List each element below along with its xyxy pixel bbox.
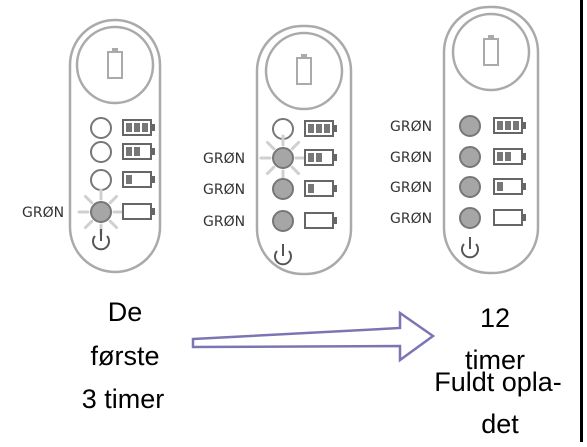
level-battery-tip-icon bbox=[523, 183, 526, 190]
level-battery-tip-icon bbox=[152, 148, 155, 155]
level-bar bbox=[497, 152, 503, 161]
caption-left-line3: 3 timer bbox=[81, 384, 165, 414]
level-bar bbox=[505, 152, 511, 161]
caption-left-line2: første bbox=[90, 341, 160, 371]
level-battery-icon bbox=[493, 209, 523, 226]
led-1 bbox=[90, 117, 112, 139]
level-bar bbox=[142, 123, 148, 132]
led-4 bbox=[90, 201, 112, 223]
led-label: GRØN bbox=[390, 211, 432, 227]
charger-device-2: GRØN GRØN GRØN bbox=[203, 24, 353, 276]
caption-right-line4: det bbox=[481, 409, 519, 439]
power-arc bbox=[92, 235, 110, 251]
level-battery-tip-icon bbox=[334, 154, 337, 161]
level-bar bbox=[316, 153, 322, 162]
level-bar bbox=[308, 153, 314, 162]
power-arc bbox=[274, 250, 292, 266]
blink-ray bbox=[290, 140, 301, 151]
led-3 bbox=[90, 169, 112, 191]
battery-cap-icon bbox=[301, 54, 307, 58]
caption-right-line2: timer bbox=[465, 345, 525, 375]
device-dial bbox=[264, 31, 344, 111]
level-bar bbox=[126, 147, 132, 156]
led-label: GRØN bbox=[390, 180, 432, 196]
blink-rays bbox=[77, 188, 125, 236]
level-bar bbox=[497, 182, 503, 191]
led-4 bbox=[272, 210, 294, 232]
device-dial bbox=[75, 25, 155, 105]
progress-arrow bbox=[191, 310, 436, 363]
led-label: GRØN bbox=[390, 150, 432, 166]
led-label: GRØN bbox=[390, 119, 432, 135]
led-label: GRØN bbox=[203, 151, 245, 167]
level-bar bbox=[126, 123, 132, 132]
blink-ray bbox=[108, 219, 119, 230]
level-bar bbox=[324, 124, 330, 133]
led-1 bbox=[459, 115, 481, 137]
charger-device-3: GRØN GRØN GRØN GRØN bbox=[390, 5, 540, 275]
right-border-line bbox=[580, 0, 583, 442]
level-bar bbox=[505, 121, 511, 130]
led-3 bbox=[459, 176, 481, 198]
power-icon bbox=[274, 244, 292, 266]
blink-ray bbox=[265, 140, 276, 151]
led-2 bbox=[459, 146, 481, 168]
battery-cap-icon bbox=[488, 35, 494, 39]
level-battery-tip-icon bbox=[152, 208, 155, 215]
level-bar bbox=[134, 123, 140, 132]
blink-rays bbox=[259, 134, 307, 182]
level-bar bbox=[126, 175, 132, 184]
caption-right-line3: Fuldt opla- bbox=[434, 367, 562, 397]
power-icon bbox=[461, 237, 479, 259]
caption-left-line1: De bbox=[107, 297, 143, 327]
blink-ray bbox=[108, 194, 119, 205]
level-battery-tip-icon bbox=[152, 124, 155, 131]
level-bar bbox=[134, 147, 140, 156]
blink-ray bbox=[83, 194, 94, 205]
level-battery-icon bbox=[122, 203, 152, 220]
caption-right-line1: 12 bbox=[479, 303, 511, 333]
blink-ray bbox=[83, 219, 94, 230]
level-battery-icon bbox=[304, 212, 334, 229]
level-battery-tip-icon bbox=[523, 122, 526, 129]
power-arc bbox=[461, 243, 479, 259]
led-4 bbox=[459, 207, 481, 229]
led-label: GRØN bbox=[203, 214, 245, 230]
led-3 bbox=[272, 178, 294, 200]
led-label: GRØN bbox=[22, 205, 64, 221]
level-battery-tip-icon bbox=[523, 214, 526, 221]
level-battery-tip-icon bbox=[334, 217, 337, 224]
led-2 bbox=[272, 147, 294, 169]
level-battery-tip-icon bbox=[523, 153, 526, 160]
blink-ray bbox=[290, 165, 301, 176]
level-battery-tip-icon bbox=[152, 176, 155, 183]
level-bar bbox=[497, 121, 503, 130]
level-bar bbox=[316, 124, 322, 133]
level-bar bbox=[513, 121, 519, 130]
blink-ray bbox=[265, 165, 276, 176]
led-label: GRØN bbox=[203, 182, 245, 198]
level-bar bbox=[308, 184, 314, 193]
charger-device-1: GRØN bbox=[22, 18, 162, 274]
device-dial bbox=[451, 12, 531, 92]
battery-cap-icon bbox=[112, 48, 118, 52]
level-battery-tip-icon bbox=[334, 185, 337, 192]
led-2 bbox=[90, 141, 112, 163]
level-bar bbox=[308, 124, 314, 133]
level-battery-tip-icon bbox=[334, 125, 337, 132]
power-icon bbox=[92, 229, 110, 251]
